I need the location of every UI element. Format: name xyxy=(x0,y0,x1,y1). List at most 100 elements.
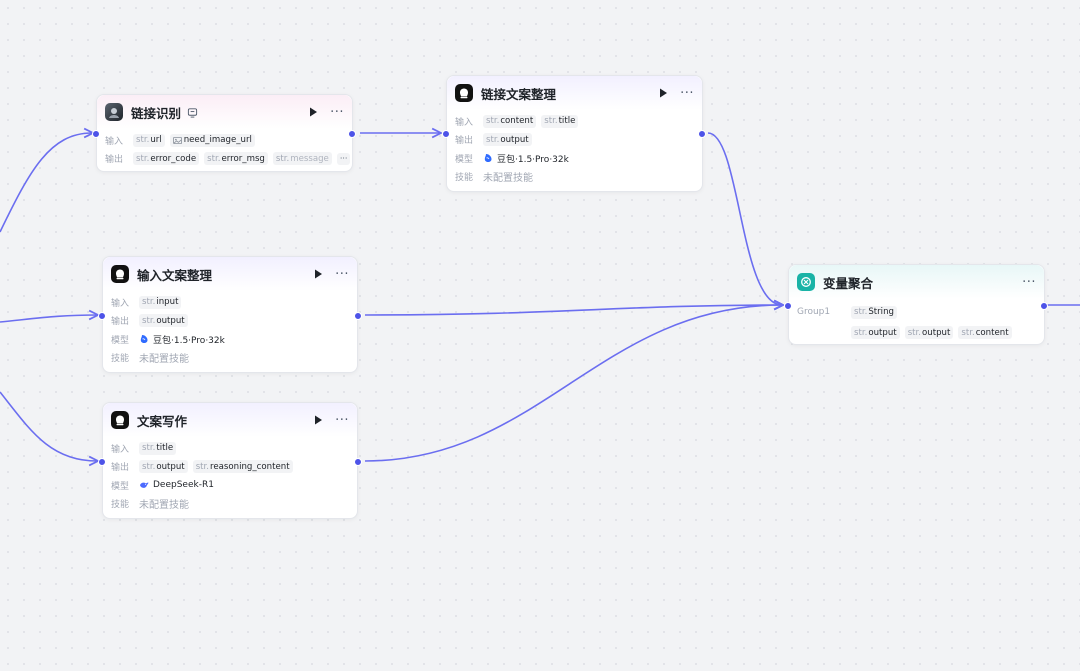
output-label: 输出 xyxy=(105,155,124,166)
param-tag: str.title xyxy=(139,441,177,455)
param-tag: str.reasoning_content xyxy=(192,460,293,474)
node-title: 变量聚合 xyxy=(823,275,874,291)
port-out-link-copy[interactable] xyxy=(698,130,706,138)
run-play-icon[interactable] xyxy=(306,105,320,119)
expand-more-button[interactable]: ··· xyxy=(336,152,351,165)
node-input-copy[interactable]: 输入文案整理 ··· 输入 str.input 输出 str.output 模型… xyxy=(102,256,358,373)
more-menu-icon[interactable]: ··· xyxy=(1022,274,1036,290)
model-name[interactable]: 豆包·1.5·Pro·32k xyxy=(483,152,569,165)
node-title: 文案写作 xyxy=(137,413,188,429)
output-label: 输出 xyxy=(111,463,130,474)
param-tag: str.output xyxy=(139,460,188,474)
output-label: 输出 xyxy=(111,317,130,328)
node-link-copy[interactable]: 链接文案整理 ··· 输入 str.content str.title 输出 s… xyxy=(446,75,703,192)
run-play-icon[interactable] xyxy=(311,413,325,427)
param-tag: str.output xyxy=(483,133,532,147)
node-title: 输入文案整理 xyxy=(137,267,213,283)
param-tag: str.error_msg xyxy=(204,152,268,166)
llm-icon xyxy=(111,411,129,429)
plugin-badge-icon xyxy=(187,107,198,118)
param-tag: str.output xyxy=(139,314,188,328)
param-tag: str.content xyxy=(483,114,537,128)
port-in-link-copy[interactable] xyxy=(442,130,450,138)
photo-avatar-icon xyxy=(105,103,123,121)
skill-value: 未配置技能 xyxy=(139,354,189,366)
edge-link-copy-to-aggregate[interactable] xyxy=(707,132,782,305)
more-menu-icon[interactable]: ··· xyxy=(335,412,349,428)
skill-row: 技能 未配置技能 xyxy=(111,495,349,514)
port-in-copywriting[interactable] xyxy=(98,458,106,466)
port-out-aggregate[interactable] xyxy=(1040,302,1048,310)
input-label: 输入 xyxy=(111,444,130,455)
input-label: 输入 xyxy=(455,117,474,128)
model-row: 模型 DeepSeek-R1 xyxy=(111,476,349,495)
param-tag: str.input xyxy=(139,295,182,309)
run-play-icon[interactable] xyxy=(311,267,325,281)
node-copywriting[interactable]: 文案写作 ··· 输入 str.title 输出 str.output str.… xyxy=(102,402,358,519)
input-label: 输入 xyxy=(111,298,130,309)
output-row: 输出 str.output str.reasoning_content xyxy=(111,458,349,477)
port-out-input-copy[interactable] xyxy=(354,312,362,320)
vars-row: str.output str.output str.content xyxy=(797,324,1036,343)
edge-start-to-input-copy[interactable] xyxy=(0,315,97,323)
node-title: 链接识别 xyxy=(131,105,182,121)
group-label: Group1 xyxy=(797,307,831,318)
edge-input-copy-to-aggregate[interactable] xyxy=(364,305,782,316)
skill-value: 未配置技能 xyxy=(139,500,189,512)
edge-copywriting-to-aggregate[interactable] xyxy=(364,305,782,462)
input-row: 输入 str.title xyxy=(111,439,349,458)
llm-icon xyxy=(455,84,473,102)
more-menu-icon[interactable]: ··· xyxy=(335,266,349,282)
param-tag: str.title xyxy=(541,114,579,128)
model-row: 模型 豆包·1.5·Pro·32k xyxy=(455,149,694,168)
edge-start-to-copywriting[interactable] xyxy=(0,391,97,461)
run-play-icon[interactable] xyxy=(656,86,670,100)
input-row: 输入 str.input xyxy=(111,293,349,312)
model-label: 模型 xyxy=(111,481,130,492)
more-menu-icon[interactable]: ··· xyxy=(680,85,694,101)
output-label: 输出 xyxy=(455,136,474,147)
model-name[interactable]: 豆包·1.5·Pro·32k xyxy=(139,333,225,346)
edge-start-to-link-recognition[interactable] xyxy=(0,133,92,233)
node-header[interactable]: 输入文案整理 ··· xyxy=(103,257,357,291)
param-tag: str.String xyxy=(851,305,897,319)
node-link-recognition[interactable]: 链接识别 ··· 输入 str.url need_image_url 输出 st… xyxy=(96,94,353,172)
input-row: 输入 str.url need_image_url xyxy=(105,131,344,150)
param-tag: str.output xyxy=(851,326,900,340)
port-in-link-recognition[interactable] xyxy=(92,130,100,138)
model-row: 模型 豆包·1.5·Pro·32k xyxy=(111,330,349,349)
image-icon xyxy=(172,136,182,144)
param-tag: str.error_code xyxy=(133,152,200,166)
output-row: 输出 str.output xyxy=(455,131,694,150)
doubao-model-icon xyxy=(484,154,492,163)
doubao-model-icon xyxy=(140,335,148,344)
skill-label: 技能 xyxy=(111,500,130,511)
node-header[interactable]: 链接识别 ··· xyxy=(97,95,352,129)
skill-value: 未配置技能 xyxy=(483,173,533,185)
param-tag: need_image_url xyxy=(169,133,255,147)
model-label: 模型 xyxy=(111,335,130,346)
node-header[interactable]: 变量聚合 ··· xyxy=(789,265,1044,299)
model-label: 模型 xyxy=(455,154,474,165)
output-row: 输出 str.error_code str.error_msg str.mess… xyxy=(105,150,351,169)
port-in-aggregate[interactable] xyxy=(784,302,792,310)
port-in-input-copy[interactable] xyxy=(98,312,106,320)
skill-row: 技能 未配置技能 xyxy=(111,349,349,368)
skill-row: 技能 未配置技能 xyxy=(455,168,694,187)
group-row: Group1 str.String xyxy=(797,303,1036,322)
more-menu-icon[interactable]: ··· xyxy=(330,104,344,120)
node-variable-aggregate[interactable]: 变量聚合 ··· Group1 str.String str.output st… xyxy=(788,264,1045,345)
port-out-copywriting[interactable] xyxy=(354,458,362,466)
node-header[interactable]: 链接文案整理 ··· xyxy=(447,76,702,110)
param-tag: str.message xyxy=(272,152,332,166)
llm-icon xyxy=(111,265,129,283)
node-title: 链接文案整理 xyxy=(481,86,557,102)
skill-label: 技能 xyxy=(455,173,474,184)
port-out-link-recognition[interactable] xyxy=(348,130,356,138)
param-tag: str.output xyxy=(904,326,954,340)
output-row: 输出 str.output xyxy=(111,312,349,331)
input-row: 输入 str.content str.title xyxy=(455,112,694,131)
node-header[interactable]: 文案写作 ··· xyxy=(103,403,357,437)
aggregate-icon xyxy=(797,273,815,291)
model-name[interactable]: DeepSeek-R1 xyxy=(139,480,214,490)
